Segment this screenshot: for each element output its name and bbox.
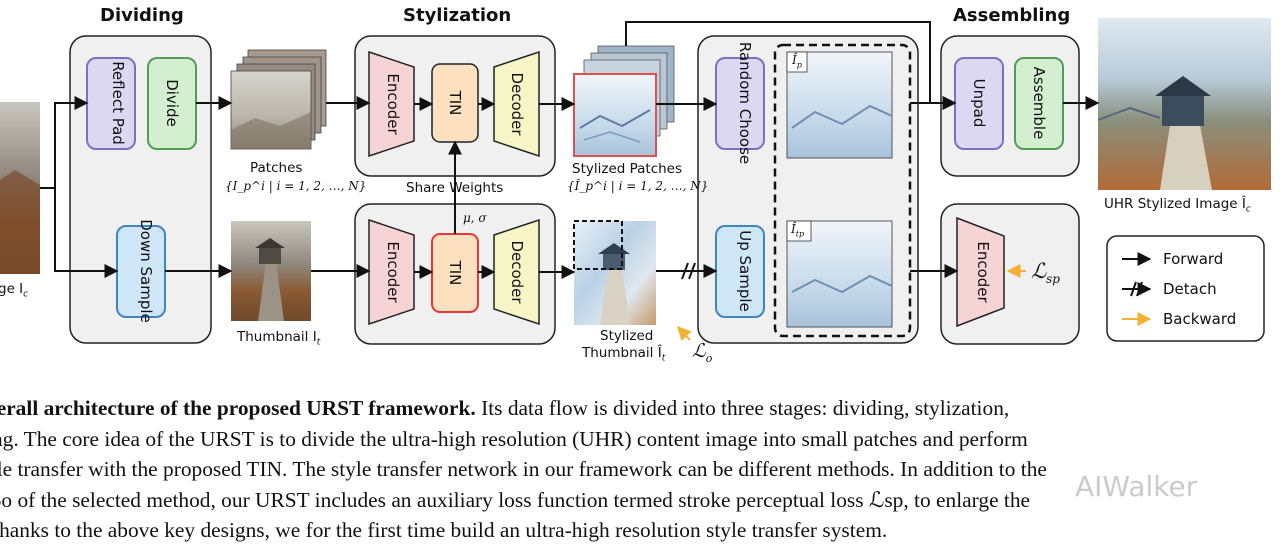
stylized-patches-stack [573, 45, 675, 157]
random-choose-label: Random Choose [736, 42, 754, 164]
up-sample-label: Up Sample [736, 230, 754, 312]
down-sample-label: Down Sample [137, 219, 155, 323]
stylized-patches-label: Stylized Patches [572, 161, 683, 177]
assemble-label: Assemble [1030, 67, 1048, 140]
legend-detach-label: Detach [1163, 280, 1217, 298]
thumbnail-label: Thumbnail It [237, 329, 321, 348]
thumbnail-image [231, 221, 311, 321]
output-image [1097, 18, 1271, 190]
mu-sigma-label: μ, σ [463, 211, 487, 225]
caption-line-2: ing. The core idea of the URST is to div… [0, 426, 1028, 451]
stylized-thumbnail-image [573, 220, 656, 325]
legend-detach-swatch [1122, 281, 1152, 297]
figure-caption: verall architecture of the proposed URST… [0, 393, 1276, 546]
inset-patch-image [786, 51, 893, 159]
encoder-loss-module [956, 216, 1005, 328]
stylized-patches-set: {Î_p^i | i = 1, 2, …, N} [567, 179, 709, 193]
decoder-bottom-label: Decoder [508, 240, 526, 304]
caption-line-1: verall architecture of the proposed URST… [0, 396, 1010, 420]
inset-bottom-label: Îtp [791, 222, 805, 239]
encoder-bottom-module [368, 218, 415, 326]
stage-dividing: Dividing [100, 5, 184, 26]
encoder-top-label: Encoder [384, 73, 402, 135]
input-image-label: ge Ic [0, 281, 29, 300]
patches-label: Patches [250, 160, 303, 176]
encoder-loss-label: Encoder [974, 241, 992, 303]
legend-backward-label: Backward [1163, 310, 1237, 328]
patches-set: {I_p^i | i = 1, 2, …, N} [225, 179, 367, 193]
inset-thumbnail-patch-image [786, 220, 893, 328]
caption-line-5: Thanks to the above key designs, we for … [0, 518, 888, 542]
watermark: AIWalker [1075, 470, 1198, 503]
tin-bottom-label: TIN [446, 260, 464, 286]
caption-line-3: yle transfer with the proposed TIN. The … [0, 457, 1047, 481]
patches-stack [230, 49, 327, 150]
stylized-thumbnail-label-2: Thumbnail Ît [582, 345, 666, 364]
detach-mark [681, 262, 696, 280]
choose-dashed-region [773, 43, 912, 338]
encoder-top-module [368, 50, 415, 158]
loss-sp-label: ℒsp [1031, 259, 1060, 287]
decoder-bottom-module [493, 218, 540, 326]
decoder-top-module [493, 50, 540, 158]
output-image-label: UHR Stylized Image Îc [1104, 196, 1251, 215]
stylized-thumbnail-label-1: Stylized [600, 328, 654, 344]
backward-arrows [677, 264, 1026, 342]
encoder-bottom-label: Encoder [384, 241, 402, 303]
stage-assembling: Assembling [953, 5, 1071, 26]
divide-label: Divide [163, 79, 181, 127]
tin-top-label: TIN [446, 90, 464, 116]
caption-line-4: ℒo of the selected method, our URST incl… [0, 487, 1031, 512]
stage-stylization: Stylization [403, 5, 512, 26]
legend-forward-label: Forward [1163, 250, 1224, 268]
reflect-pad-label: Reflect Pad [109, 61, 127, 145]
unpad-label: Unpad [970, 79, 988, 128]
inset-top-label: Îp [792, 53, 802, 70]
decoder-top-label: Decoder [508, 72, 526, 136]
connectors [40, 21, 1100, 279]
loss-o-label: ℒo [692, 340, 713, 365]
share-weights-label: Share Weights [406, 180, 504, 196]
architecture-figure: Reflect Pad Divide Down Sample Encoder T… [0, 18, 1271, 345]
